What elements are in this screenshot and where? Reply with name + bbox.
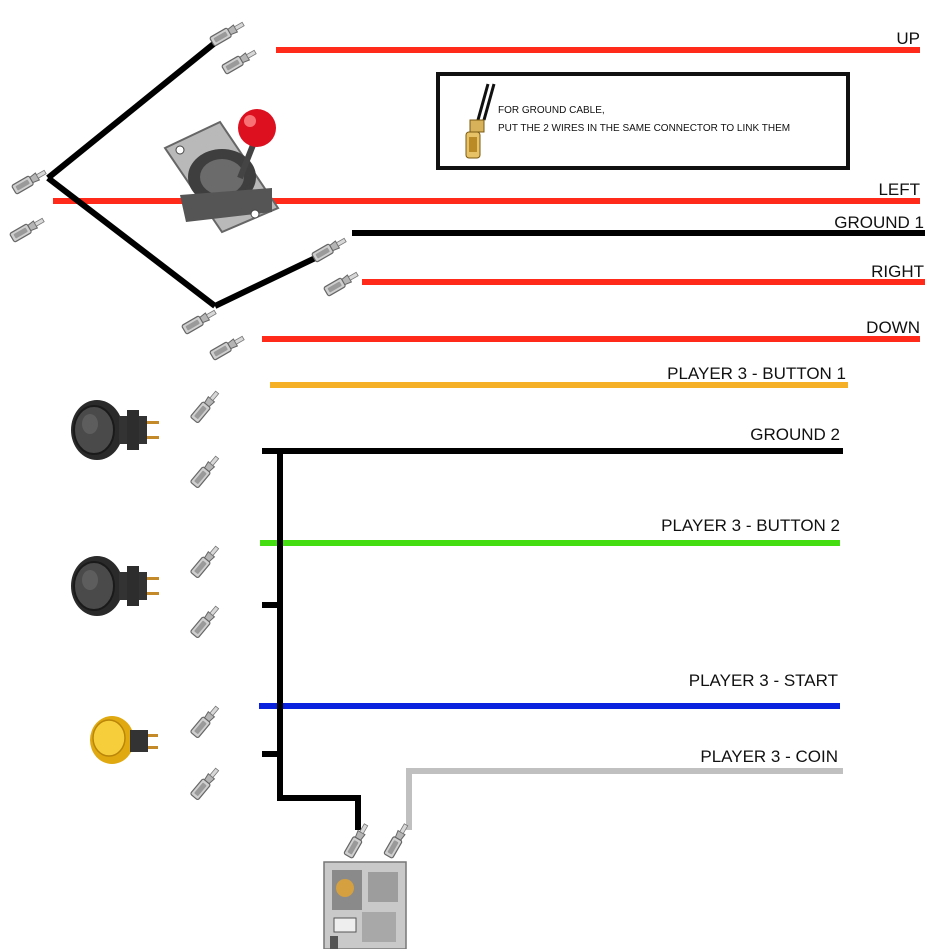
ground-note-line1: FOR GROUND CABLE,	[498, 105, 605, 116]
coin-mechanism-icon	[323, 861, 407, 949]
spade-connector-icon	[189, 453, 222, 489]
wire-label-button2: PLAYER 3 - BUTTON 2	[661, 516, 840, 535]
spade-connector-icon	[189, 703, 222, 739]
wire-label-coin: PLAYER 3 - COIN	[700, 747, 838, 766]
spade-connector-icon	[322, 269, 361, 297]
spade-connector-icon	[189, 603, 222, 639]
joystick-icon	[163, 109, 280, 234]
wire-label-start: PLAYER 3 - START	[689, 671, 838, 690]
connector-linked-icon	[465, 83, 496, 159]
wire-label-right: RIGHT	[871, 262, 924, 281]
coin-wire-bend	[406, 768, 430, 830]
spade-connector-icon	[10, 167, 49, 195]
joystick-ball-icon	[238, 109, 276, 147]
ground-bus-wire	[277, 451, 361, 830]
wire-label-left: LEFT	[878, 180, 920, 199]
spade-connector-icon	[189, 765, 222, 801]
wire-label-ground1: GROUND 1	[834, 213, 924, 232]
spade-connector-icon	[8, 215, 47, 243]
spade-connector-icon	[208, 333, 247, 361]
ground-note-line2: PUT THE 2 WIRES IN THE SAME CONNECTOR TO…	[498, 123, 790, 134]
spade-connector-icon	[180, 307, 219, 335]
spade-connector-icon	[310, 235, 349, 263]
wire-label-down: DOWN	[866, 318, 920, 337]
ground-note-box: FOR GROUND CABLE, PUT THE 2 WIRES IN THE…	[436, 72, 850, 170]
spade-connector-icon	[220, 47, 259, 75]
black-button-2-icon	[70, 555, 160, 617]
joystick-ground-wire-upper	[46, 39, 218, 181]
spade-connector-icon	[208, 19, 247, 47]
wire-label-button1: PLAYER 3 - BUTTON 1	[667, 364, 846, 383]
black-button-1-icon	[70, 399, 160, 461]
wire-label-ground2: GROUND 2	[750, 425, 840, 444]
spade-connector-icon	[189, 543, 222, 579]
spade-connector-icon	[189, 388, 222, 424]
joystick-ground-wire-right	[213, 247, 334, 309]
yellow-start-button-icon	[90, 716, 158, 764]
spade-connector-icon	[383, 821, 411, 860]
wire-label-up: UP	[896, 29, 920, 48]
joystick-ground-wire-lower	[46, 175, 217, 309]
